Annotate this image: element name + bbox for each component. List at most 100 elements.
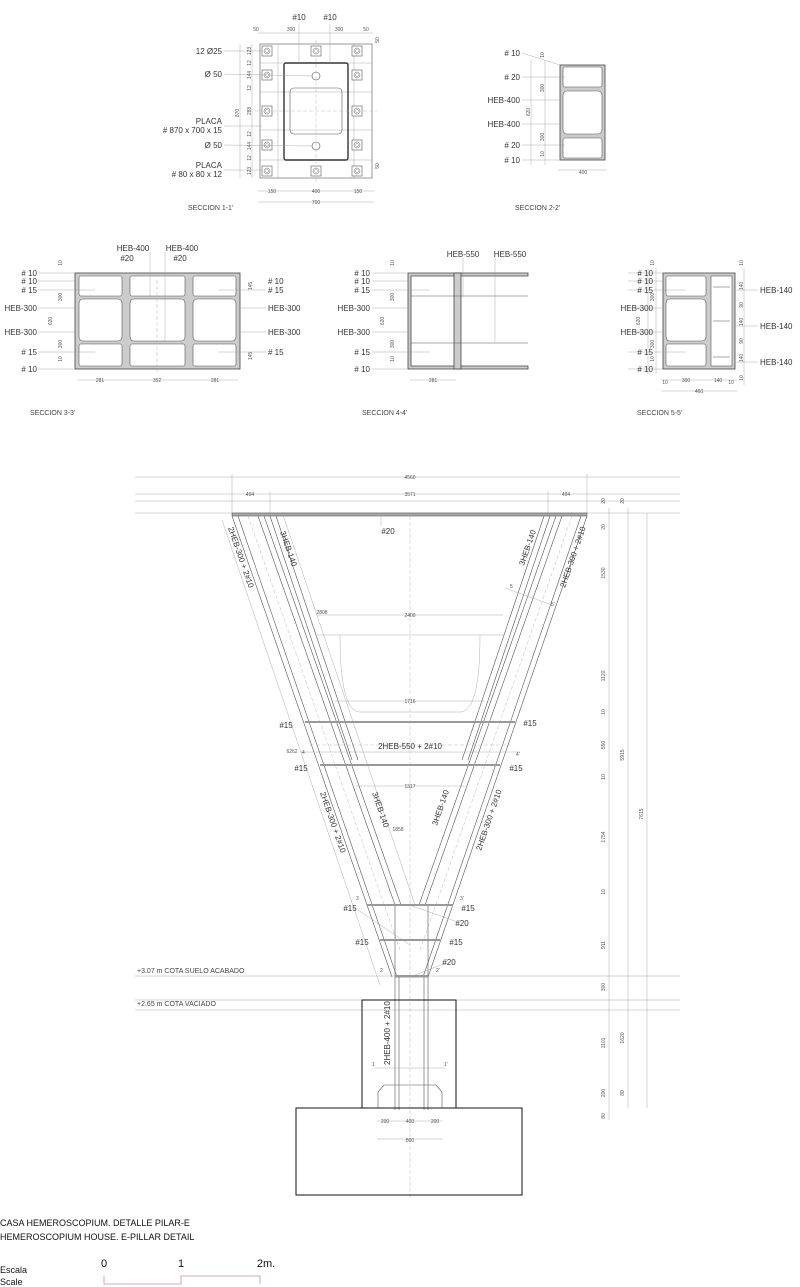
profile-label: HEB-300 xyxy=(621,304,654,313)
dimension: 145 xyxy=(248,352,254,361)
dimension: 90 xyxy=(739,338,745,344)
rebar-label: # 10 xyxy=(354,277,370,286)
footing-base xyxy=(295,1107,523,1196)
plate-label: #15 xyxy=(461,904,475,913)
dimension: 123 xyxy=(247,167,253,176)
dimension: 6262 xyxy=(286,749,297,755)
dimension: 90 xyxy=(739,302,745,308)
dimension: 300 xyxy=(58,293,64,302)
dimension: 300 xyxy=(540,133,546,142)
rebar-label: # 15 xyxy=(21,348,37,357)
rebar-label: # 15 xyxy=(21,286,37,295)
dimension: 300 xyxy=(390,293,396,302)
dimension: 80 xyxy=(601,1113,607,1119)
dimension: 1620 xyxy=(620,1032,626,1043)
rebar-label: # 10 xyxy=(268,277,284,286)
dimension: 145 xyxy=(248,282,254,291)
leg-label: 2HEB-300 + 2#10 xyxy=(558,525,587,589)
dimension: 4560 xyxy=(404,475,415,481)
dimension: 300 xyxy=(58,340,64,349)
dimension: 300 xyxy=(650,293,656,302)
dimension: 20 xyxy=(601,524,607,530)
dimension: 620 xyxy=(48,317,54,326)
dimension: 400 xyxy=(406,1119,415,1125)
profile-label: HEB-300 xyxy=(268,328,301,337)
dimension: 2808 xyxy=(316,610,327,616)
plate-label: #20 xyxy=(442,958,456,967)
plate-label: #15 xyxy=(279,721,293,730)
dimension: 80 xyxy=(620,1090,626,1096)
rebar-label: # 15 xyxy=(268,348,284,357)
plate-size-label: # 80 x 80 x 12 xyxy=(172,170,223,179)
anchor-bolt-icon xyxy=(351,139,363,151)
post-label: 2HEB-400 + 2#10 xyxy=(383,1001,392,1065)
anchor-bolt-icon xyxy=(261,45,273,57)
scale-label-es: Escala xyxy=(0,1265,27,1275)
profile-label: HEB-300 xyxy=(621,328,654,337)
scale-tick-label: 1 xyxy=(178,1258,184,1270)
leg-label: 2HEB-300 + 2#10 xyxy=(474,788,503,852)
dimension: 50 xyxy=(363,27,369,33)
dimension: 10 xyxy=(728,380,734,386)
dimension: 2400 xyxy=(404,613,415,619)
dimension: 10 xyxy=(540,151,546,157)
dimension: 10 xyxy=(739,375,745,381)
plate-label: #15 xyxy=(294,764,308,773)
section-mark: 3 xyxy=(356,896,359,902)
plate-size-label: # 870 x 700 x 15 xyxy=(163,126,223,135)
dimension: 10 xyxy=(601,709,607,715)
profile-label: HEB-140 xyxy=(760,322,793,331)
dimension: 620 xyxy=(526,108,532,117)
dimension: 123 xyxy=(247,47,253,56)
rebar-label: # 15 xyxy=(637,348,653,357)
section-5-5: # 10 # 10 # 15 HEB-300 HEB-300 # 15 # 10… xyxy=(621,260,793,417)
dimension: 10 xyxy=(58,260,64,266)
section-mark: 1 xyxy=(372,1062,375,1068)
dimension: 10 xyxy=(662,380,668,386)
leg-label: 2HEB-300 + 2#10 xyxy=(226,526,255,590)
dimension: 1317 xyxy=(404,784,415,790)
dimension: 911 xyxy=(601,941,607,949)
drawing-title: CASA HEMEROSCOPIUM. DETALLE PILAR-E xyxy=(0,1218,190,1228)
rebar-label: # 10 xyxy=(21,269,37,278)
rebar-label: # 10 xyxy=(637,277,653,286)
rebar-label: #20 xyxy=(173,254,187,263)
leg-label: 3HEB-140 xyxy=(430,788,451,826)
anchor-bolt-icon xyxy=(261,105,273,117)
profile-label: HEB-300 xyxy=(338,304,371,313)
dimension: 300 xyxy=(287,27,296,33)
dimension: 50 xyxy=(253,27,259,33)
dimension: 281 xyxy=(429,378,438,384)
rebar-label: # 10 xyxy=(504,156,520,165)
dimension: 140 xyxy=(714,378,723,384)
plate-15-upper xyxy=(305,721,515,723)
section-mark: 3' xyxy=(460,896,464,902)
rebar-label: # 10 xyxy=(21,365,37,374)
drawing-subtitle: HEMEROSCOPIUM HOUSE. E-PILLAR DETAIL xyxy=(0,1232,194,1242)
scale-tick-label: 0 xyxy=(101,1258,107,1270)
section-3-3: HEB-400 HEB-400 #20 #20 # 10 # 10 # 15 H… xyxy=(5,244,301,417)
inner-leg-right xyxy=(418,515,563,906)
profile-label: HEB-300 xyxy=(338,328,371,337)
dimension: 150 xyxy=(354,189,363,195)
outer-leg-right xyxy=(422,515,588,978)
dimension: 620 xyxy=(380,317,386,326)
section-caption: SECCION 3-3' xyxy=(30,410,75,417)
dimension: 494 xyxy=(246,492,255,498)
dimension: 10 xyxy=(739,260,745,266)
rebar-label: # 10 xyxy=(637,269,653,278)
plate-15-lower xyxy=(320,764,500,766)
rebar-label: # 10 xyxy=(21,277,37,286)
profile-label: HEB-300 xyxy=(5,304,38,313)
rebar-label: # 10 xyxy=(504,49,520,58)
dimension: 10 xyxy=(650,356,656,362)
dimension: 200 xyxy=(381,1119,390,1125)
dimension: 1716 xyxy=(404,699,415,705)
section-4-4: HEB-550 HEB-550 # 10 # 10 # 15 HEB-300 H… xyxy=(338,250,529,417)
scale-tick-label: 2m. xyxy=(257,1258,275,1270)
dimension: 10 xyxy=(601,774,607,780)
dimension: 200 xyxy=(431,1119,440,1125)
dimension: 700 xyxy=(312,200,321,206)
anchor-bolt-icon xyxy=(351,69,363,81)
dimension: 20 xyxy=(620,498,626,504)
